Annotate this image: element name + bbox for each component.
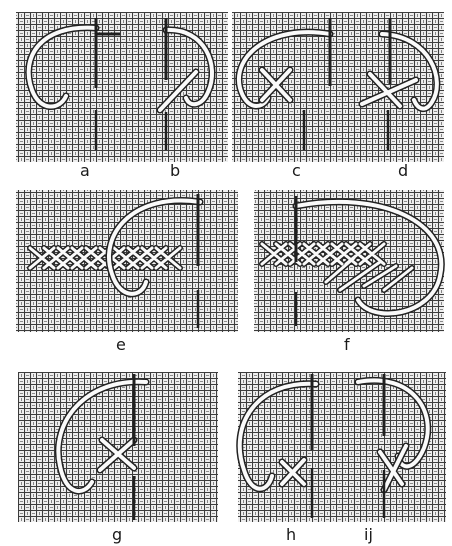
panel-row-ef: e f <box>16 190 444 354</box>
canvas-grid-g <box>18 372 218 522</box>
label-e: e <box>116 335 126 354</box>
label-f: f <box>344 335 350 354</box>
label-c: c <box>292 161 301 180</box>
label-ij: ij <box>364 525 373 544</box>
label-d: d <box>398 161 408 180</box>
canvas-grid-right <box>232 12 444 162</box>
label-g: g <box>112 525 122 544</box>
panel-row-abcd: a b c d <box>16 12 444 180</box>
panel-row-ghij: g h ij <box>18 372 446 544</box>
label-b: b <box>170 161 180 180</box>
label-h: h <box>286 525 296 544</box>
label-a: a <box>80 161 90 180</box>
